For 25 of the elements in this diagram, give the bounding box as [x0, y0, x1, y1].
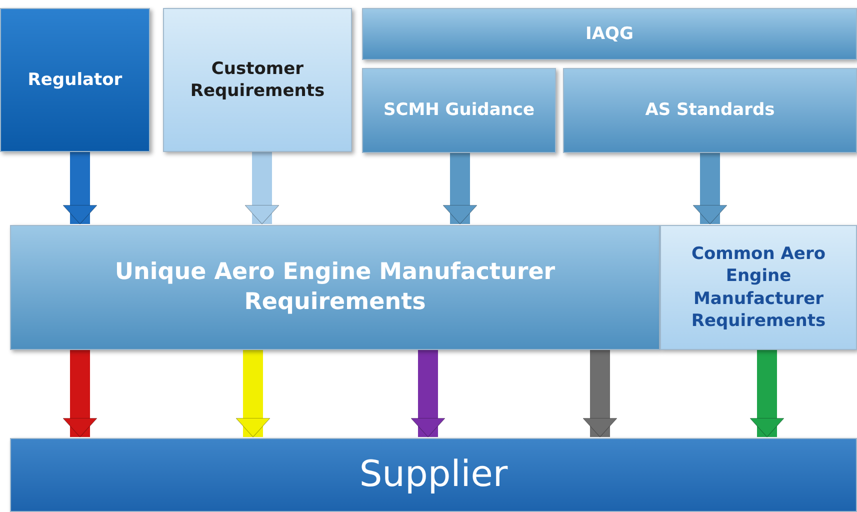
box [362, 68, 556, 153]
box [563, 68, 857, 153]
box-label: Regulator [28, 68, 122, 92]
box-label: IAQG [586, 22, 634, 46]
banner-box [10, 438, 857, 512]
box [163, 8, 352, 152]
box-label: AS Standards [645, 99, 775, 122]
box-label: Unique Aero Engine Manufacturer Requirements [114, 258, 556, 316]
box-label: Supplier [359, 452, 508, 497]
block-arrow [244, 152, 280, 224]
block-arrow [692, 153, 728, 224]
box-label: SCMH Guidance [383, 99, 535, 122]
box [660, 225, 857, 350]
block-arrow [582, 350, 618, 438]
box-label: Customer Requirements [189, 58, 326, 102]
block-arrow [62, 152, 98, 224]
block-arrow [410, 350, 446, 438]
box [10, 225, 660, 350]
block-arrow [750, 350, 784, 438]
box [362, 8, 857, 60]
block-arrow [62, 350, 98, 438]
block-arrow [442, 153, 478, 224]
box [0, 8, 150, 152]
block-arrow [236, 350, 270, 438]
box-label: Common Aero Engine Manufacturer Requirements [690, 243, 827, 332]
